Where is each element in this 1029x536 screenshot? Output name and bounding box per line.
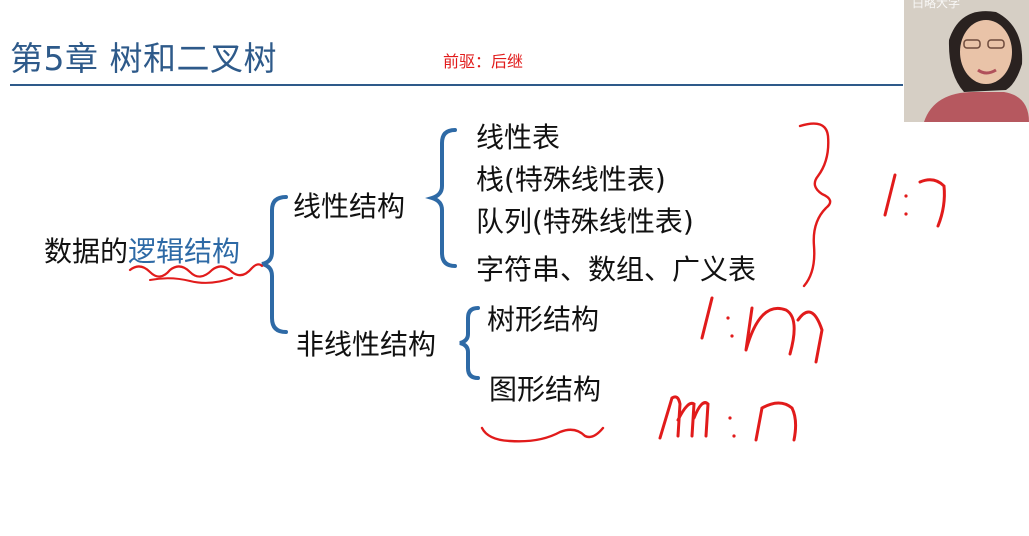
nonlinear-structure-node: 非线性结构: [296, 328, 437, 361]
red-graph-underline: [480, 426, 605, 443]
ratio-one-to-n: [700, 296, 824, 364]
brace-nonlinear: [459, 306, 480, 380]
ratio-one-to-one: [883, 173, 946, 228]
leaf-linear-list: 线性表: [476, 121, 561, 154]
presenter-image: [904, 0, 1029, 122]
ratio-m-to-n: [658, 395, 798, 442]
root-highlight: 逻辑结构: [128, 235, 241, 268]
red-note: 前驱：后继: [443, 52, 524, 71]
brace-linear: [425, 128, 457, 268]
brace-root: [261, 195, 288, 334]
leaf-graph-structure: 图形结构: [489, 373, 602, 406]
root-prefix: 数据的: [44, 235, 129, 268]
webcam-feed: 白略大学: [904, 0, 1029, 122]
linear-structure-node: 线性结构: [293, 190, 406, 223]
leaf-tree-structure: 树形结构: [487, 303, 600, 336]
root-node: 数据的逻辑结构: [44, 230, 240, 270]
leaf-stack: 栈(特殊线性表): [476, 163, 666, 196]
red-underline-squiggle: [128, 263, 264, 278]
slide-title: 第5章 树和二叉树: [10, 39, 277, 78]
title-divider: [10, 84, 903, 86]
webcam-caption: 白略大学: [912, 0, 961, 10]
leaf-string-array: 字符串、数组、广义表: [476, 253, 757, 286]
red-curly-brace: [798, 122, 832, 288]
leaf-queue: 队列(特殊线性表): [476, 205, 694, 238]
red-underline-squiggle-2: [149, 277, 233, 284]
